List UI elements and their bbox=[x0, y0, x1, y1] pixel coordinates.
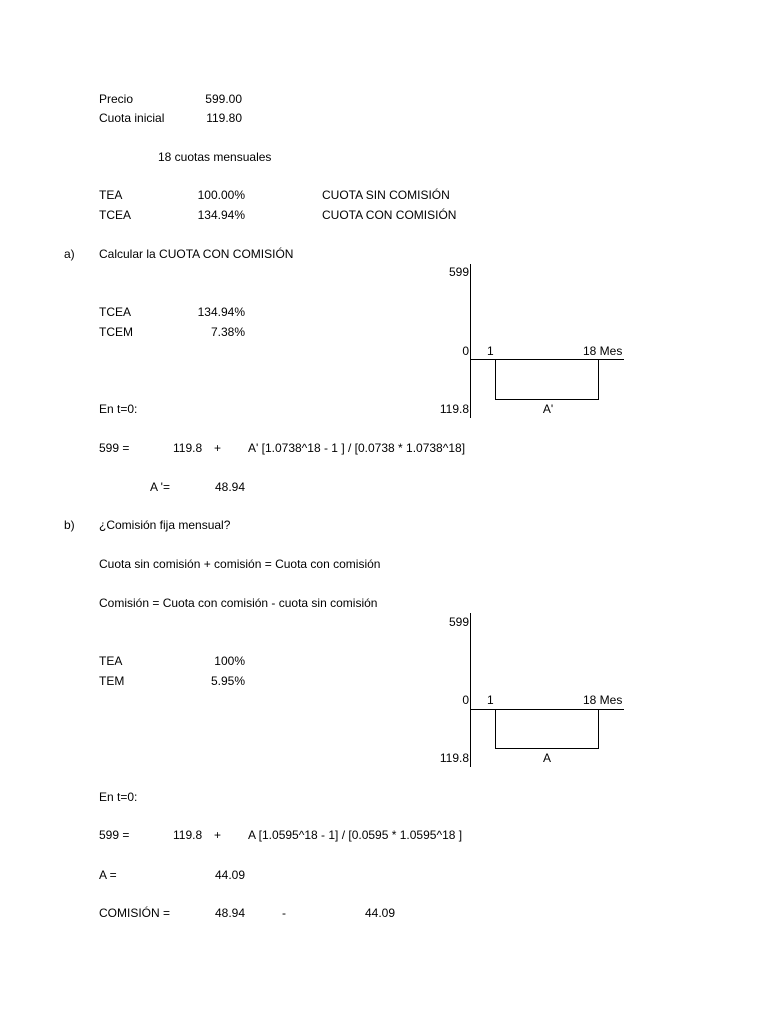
diagram-b-payment-label: A bbox=[542, 751, 551, 765]
part-b-eq-val: 119.8 bbox=[173, 828, 203, 842]
part-a-eq-left: 599 = bbox=[99, 441, 130, 455]
diagram-b-box-left bbox=[495, 710, 496, 748]
part-b-line1: Cuota sin comisión + comisión = Cuota co… bbox=[99, 557, 381, 571]
diagram-a-vertical-axis bbox=[470, 264, 471, 418]
comision-b-value: 44.09 bbox=[364, 906, 395, 920]
diagram-a-payment-label: A' bbox=[542, 402, 554, 416]
diagram-b-end-label: 18 Mes bbox=[583, 693, 623, 707]
part-a-tcea-value: 134.94% bbox=[197, 305, 245, 319]
part-b-eq-right: A [1.0595^18 - 1] / [0.0595 * 1.0595^18 … bbox=[248, 828, 463, 842]
diagram-b-zero-label: 0 bbox=[462, 693, 469, 707]
tcea-label: TCEA bbox=[99, 208, 132, 222]
diagram-b-box-right bbox=[598, 710, 599, 748]
part-a-tcem-label: TCEM bbox=[99, 325, 133, 339]
part-a-eq-right: A' [1.0738^18 - 1 ] / [0.0738 * 1.0738^1… bbox=[248, 441, 466, 455]
part-b-line2: Comisión = Cuota con comisión - cuota si… bbox=[99, 596, 378, 610]
diagram-a-zero-label: 0 bbox=[462, 344, 469, 358]
diagram-a-bottom-value: 119.8 bbox=[439, 402, 469, 416]
part-a-eq-val: 119.8 bbox=[173, 441, 203, 455]
tcea-value: 134.94% bbox=[197, 208, 245, 222]
part-a-en-t0: En t=0: bbox=[99, 402, 138, 416]
diagram-b-one-label: 1 bbox=[487, 693, 494, 707]
precio-value: 599.00 bbox=[205, 92, 242, 106]
diagram-b-top-value: 599 bbox=[448, 615, 469, 629]
comision-a-value: 48.94 bbox=[214, 906, 245, 920]
diagram-b-box-bottom bbox=[495, 748, 599, 749]
diagram-a-end-label: 18 Mes bbox=[583, 344, 623, 358]
part-b-letter: b) bbox=[64, 518, 75, 532]
part-b-tem-value: 5.95% bbox=[210, 674, 245, 688]
part-a-title: Calcular la CUOTA CON COMISIÓN bbox=[99, 247, 294, 261]
diagram-a-top-value: 599 bbox=[448, 265, 469, 279]
cuota-inicial-label: Cuota inicial bbox=[99, 111, 165, 125]
part-b-tea-label: TEA bbox=[99, 654, 123, 668]
diagram-a-box-bottom bbox=[495, 399, 599, 400]
comision-minus: - bbox=[282, 906, 286, 920]
precio-label: Precio bbox=[99, 92, 134, 106]
comision-label: COMISIÓN = bbox=[99, 906, 171, 920]
diagram-a-box-left bbox=[495, 360, 496, 399]
part-b-title: ¿Comisión fija mensual? bbox=[99, 518, 231, 532]
diagram-a-time-axis bbox=[470, 359, 624, 360]
part-a-letter: a) bbox=[64, 247, 75, 261]
diagram-b-time-axis bbox=[470, 709, 624, 710]
part-b-tea-value: 100% bbox=[214, 654, 245, 668]
part-b-en-t0: En t=0: bbox=[99, 790, 138, 804]
part-b-result-label: A = bbox=[99, 868, 117, 882]
cuota-inicial-value: 119.80 bbox=[206, 111, 242, 125]
part-b-eq-plus: + bbox=[214, 828, 222, 842]
diagram-b-bottom-value: 119.8 bbox=[439, 751, 469, 765]
part-a-tcem-value: 7.38% bbox=[210, 325, 245, 339]
diagram-b-vertical-axis bbox=[470, 613, 471, 767]
part-b-eq-left: 599 = bbox=[99, 828, 130, 842]
tea-note: CUOTA SIN COMISIÓN bbox=[322, 188, 450, 202]
tea-label: TEA bbox=[99, 188, 123, 202]
part-a-eq-plus: + bbox=[214, 441, 222, 455]
part-b-tem-label: TEM bbox=[99, 674, 125, 688]
part-a-result-label: A '= bbox=[150, 480, 170, 494]
diagram-a-one-label: 1 bbox=[487, 344, 494, 358]
tea-value: 100.00% bbox=[197, 188, 245, 202]
part-b-result-value: 44.09 bbox=[214, 868, 245, 882]
cuotas-text: 18 cuotas mensuales bbox=[158, 150, 272, 164]
part-a-result-value: 48.94 bbox=[214, 480, 245, 494]
part-a-tcea-label: TCEA bbox=[99, 305, 132, 319]
diagram-a-box-right bbox=[598, 360, 599, 399]
tcea-note: CUOTA CON COMISIÓN bbox=[322, 208, 457, 222]
